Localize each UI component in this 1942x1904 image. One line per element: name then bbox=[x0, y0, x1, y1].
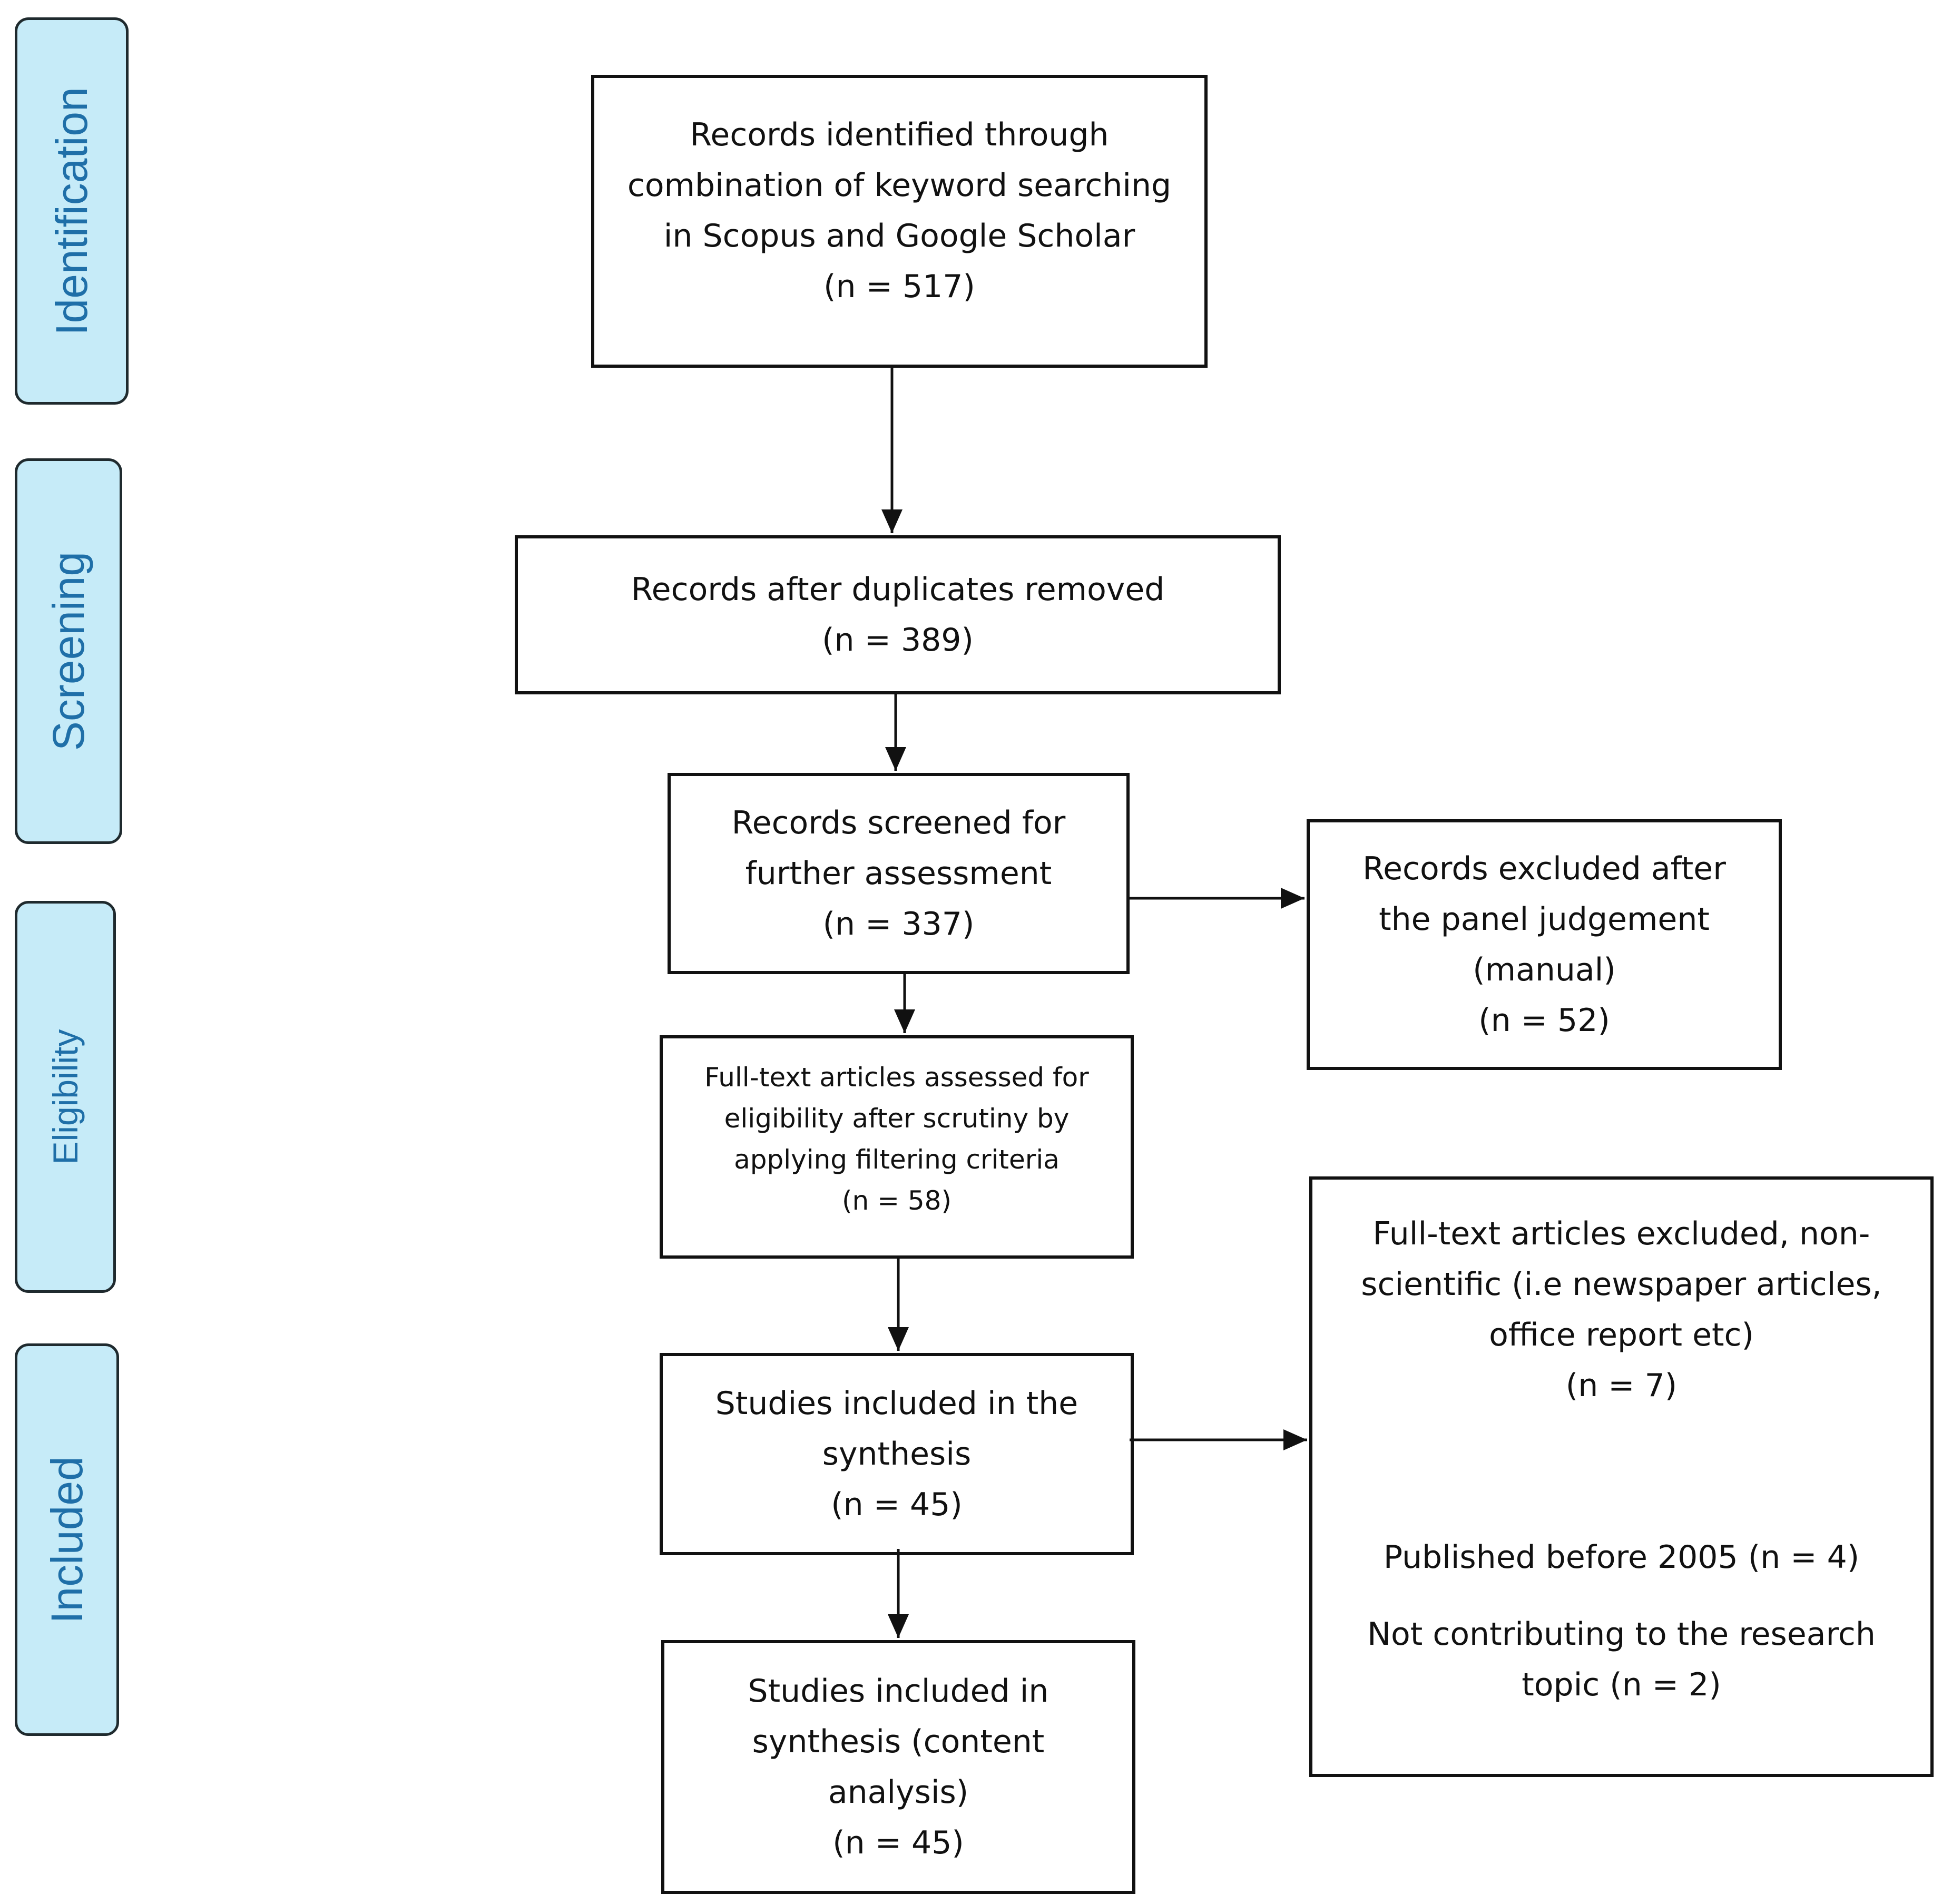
box-text-line: (n = 389) bbox=[822, 622, 974, 659]
box-text-line: further assessment bbox=[745, 855, 1052, 892]
box-text-line: Not contributing to the research bbox=[1367, 1616, 1876, 1653]
box-text-line: (n = 45) bbox=[831, 1486, 963, 1523]
box-text-line: (n = 58) bbox=[841, 1185, 952, 1216]
box-text-line: Studies included in the bbox=[715, 1385, 1078, 1422]
records-identified-box: Records identified through combination o… bbox=[591, 75, 1208, 368]
box-text-line: Full-text articles excluded, non- bbox=[1372, 1215, 1870, 1252]
box-text-line: (n = 52) bbox=[1478, 1002, 1610, 1039]
fulltext-excluded-box: Full-text articles excluded, non- scient… bbox=[1309, 1176, 1934, 1777]
box-text-line: (n = 337) bbox=[822, 906, 975, 943]
stage-eligibility: Eligibility bbox=[15, 901, 116, 1293]
stage-screening: Screening bbox=[15, 458, 122, 844]
records-deduplicated-box: Records after duplicates removed (n = 38… bbox=[515, 535, 1281, 694]
box-text-line: synthesis (content bbox=[752, 1723, 1045, 1760]
box-text-line: Studies included in bbox=[748, 1673, 1049, 1710]
box-text-line: Full-text articles assessed for bbox=[704, 1062, 1089, 1093]
box-text-line: Records excluded after bbox=[1362, 850, 1726, 887]
box-text-line: analysis) bbox=[828, 1774, 969, 1811]
fulltext-assessed-box: Full-text articles assessed for eligibil… bbox=[660, 1035, 1134, 1259]
box-text-line: Records after duplicates removed bbox=[631, 571, 1165, 608]
box-text-line: in Scopus and Google Scholar bbox=[663, 218, 1135, 254]
box-text-line: (n = 7) bbox=[1565, 1367, 1678, 1404]
box-text-line: (manual) bbox=[1473, 951, 1616, 988]
stage-included: Included bbox=[15, 1343, 119, 1736]
box-text-line: topic (n = 2) bbox=[1522, 1666, 1721, 1703]
box-text-line: combination of keyword searching bbox=[627, 167, 1172, 204]
box-text-line: the panel judgement bbox=[1379, 901, 1710, 938]
stage-identification: Identification bbox=[15, 17, 129, 405]
studies-content-analysis-box: Studies included in synthesis (content a… bbox=[661, 1640, 1135, 1894]
box-text-line: office report etc) bbox=[1489, 1317, 1754, 1353]
box-text-line: eligibility after scrutiny by bbox=[724, 1103, 1070, 1134]
box-text-line: synthesis bbox=[822, 1436, 972, 1473]
box-text-line: (n = 45) bbox=[832, 1824, 964, 1861]
box-text-line: scientific (i.e newspaper articles, bbox=[1361, 1266, 1882, 1303]
box-text-line: Records identified through bbox=[690, 116, 1109, 153]
box-text-line: applying filtering criteria bbox=[734, 1144, 1060, 1175]
studies-included-box: Studies included in the synthesis (n = 4… bbox=[660, 1353, 1134, 1555]
box-text-line: Records screened for bbox=[731, 804, 1066, 841]
box-text-line: (n = 517) bbox=[823, 268, 975, 305]
records-excluded-panel-box: Records excluded after the panel judgeme… bbox=[1307, 819, 1782, 1070]
records-screened-box: Records screened for further assessment … bbox=[668, 773, 1130, 974]
box-text-line: Published before 2005 (n = 4) bbox=[1383, 1539, 1860, 1576]
